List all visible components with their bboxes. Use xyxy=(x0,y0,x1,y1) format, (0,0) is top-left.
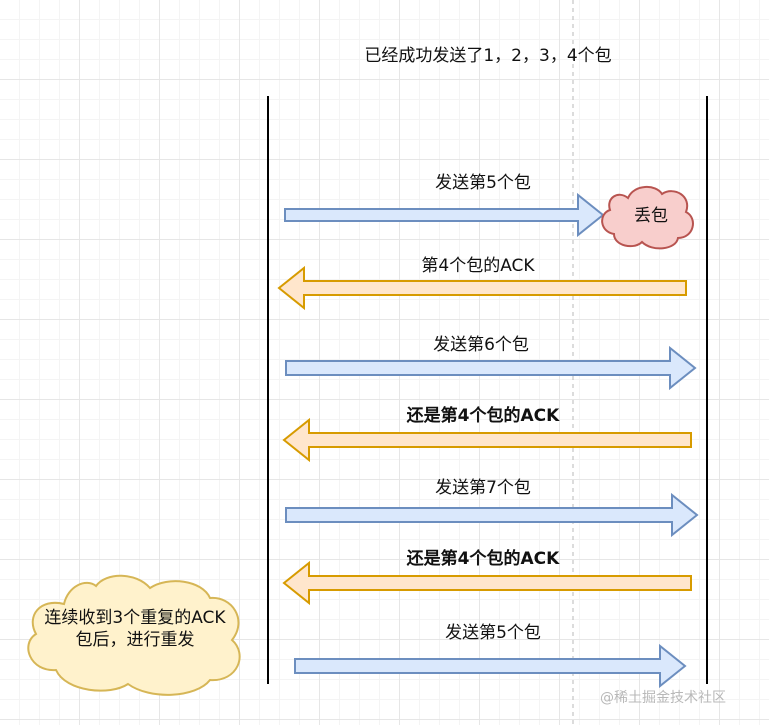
message-label-send-6: 发送第6个包 xyxy=(433,335,529,355)
message-label-ack-4: 第4个包的ACK xyxy=(421,256,535,276)
message-label-send-5: 发送第5个包 xyxy=(435,173,531,193)
send-arrow-packet-6 xyxy=(285,345,697,391)
message-label-dup-ack-1: 还是第4个包的ACK xyxy=(406,406,560,426)
message-label-send-7: 发送第7个包 xyxy=(435,478,531,498)
resend-arrow-packet-5 xyxy=(294,643,687,689)
message-label-dup-ack-2: 还是第4个包的ACK xyxy=(406,549,560,569)
packet-loss-cloud xyxy=(601,186,694,250)
dup-ack-arrow-2 xyxy=(282,560,692,606)
message-label-resend-5: 发送第5个包 xyxy=(445,623,541,643)
retransmit-note-line-2: 包后，进行重发 xyxy=(75,630,195,650)
send-arrow-packet-7 xyxy=(285,492,699,538)
retransmit-note-text: 连续收到3个重复的ACK 包后，进行重发 xyxy=(20,607,250,651)
ack-arrow-packet-4 xyxy=(277,265,687,311)
dup-ack-arrow-1 xyxy=(282,417,692,463)
retransmit-note-line-1: 连续收到3个重复的ACK xyxy=(44,608,226,628)
packet-loss-label: 丢包 xyxy=(634,206,668,226)
retransmit-note-cloud xyxy=(27,574,241,696)
site-watermark: @稀土掘金技术社区 xyxy=(600,690,726,706)
send-arrow-packet-5 xyxy=(284,192,605,238)
diagram-title: 已经成功发送了1，2，3，4个包 xyxy=(364,46,612,66)
